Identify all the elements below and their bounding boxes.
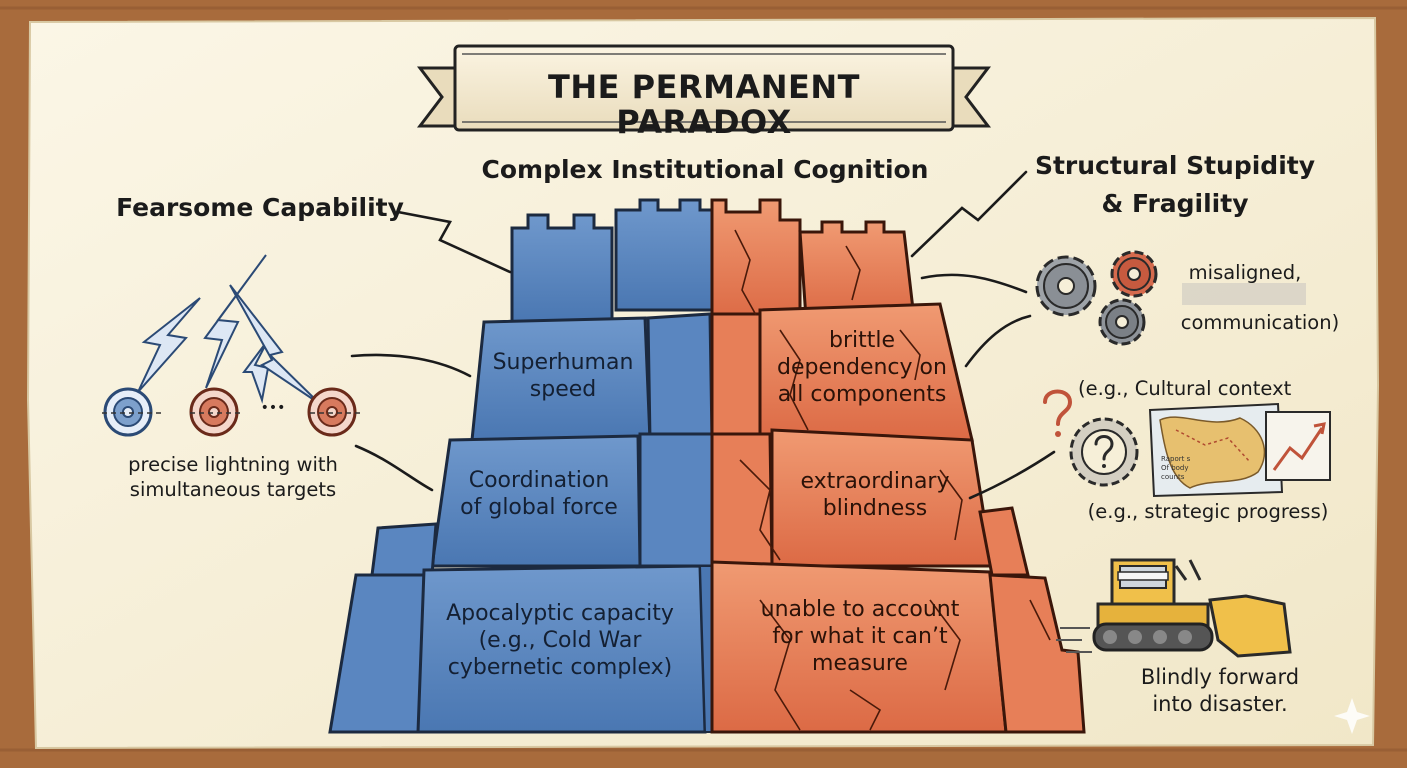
block-text-line: dependency on bbox=[777, 354, 947, 380]
map-note-line3: counts bbox=[1161, 473, 1185, 481]
block-text-line: cybernetic complex) bbox=[447, 654, 673, 680]
redacted-text-box bbox=[1182, 283, 1306, 305]
tower-tier-2 bbox=[430, 428, 994, 568]
center-heading: Complex Institutional Cognition bbox=[481, 155, 929, 184]
left-heading: Fearsome Capability bbox=[116, 193, 404, 222]
block-text-line: all components bbox=[777, 381, 947, 407]
block-apocalyptic-capacity: Apocalyptic capacity (e.g., Cold War cyb… bbox=[430, 601, 690, 681]
block-text-line: extraordinary bbox=[800, 469, 950, 494]
lightning-targets bbox=[102, 254, 362, 437]
target-icon bbox=[189, 387, 239, 437]
target-icon bbox=[307, 387, 357, 437]
block-extraordinary-blindness: extraordinary blindness bbox=[780, 469, 970, 523]
trend-chart-icon bbox=[1265, 411, 1331, 481]
tower-battlements bbox=[510, 198, 916, 324]
blind-spot-icons bbox=[1043, 389, 1331, 498]
gears-label-line1: misaligned, bbox=[1188, 261, 1302, 284]
tower bbox=[328, 198, 1086, 734]
tower-annex-right bbox=[978, 506, 1030, 577]
tower-annex-left bbox=[370, 522, 438, 577]
map-note-line1: Raport s bbox=[1161, 455, 1191, 463]
page-title: THE PERMANENT PARADOX bbox=[548, 68, 860, 142]
leader-lines bbox=[350, 170, 1056, 500]
block-superhuman-speed: Superhuman speed bbox=[478, 350, 648, 404]
block-text-line: measure bbox=[812, 650, 908, 676]
block-text-line: of global force bbox=[460, 494, 618, 520]
block-text-line: brittle bbox=[828, 328, 896, 353]
question-gear-icon bbox=[1069, 417, 1139, 487]
gears-icon bbox=[1035, 250, 1158, 346]
map-icon bbox=[1148, 402, 1284, 498]
block-text-line: Coordination bbox=[468, 468, 610, 493]
targets-caption-line1: precise lightning with bbox=[128, 453, 338, 476]
block-text-line: unable to account bbox=[760, 597, 960, 622]
blind-spots-top-label: (e.g., Cultural context bbox=[1078, 377, 1292, 400]
targets-caption-line2: simultaneous targets bbox=[129, 478, 337, 501]
right-heading-line1: Structural Stupidity bbox=[1034, 151, 1316, 180]
title-banner bbox=[416, 44, 992, 132]
targets-ellipsis: ••• bbox=[260, 400, 286, 416]
block-text-line: (e.g., Cold War bbox=[478, 627, 642, 653]
question-mark-icon bbox=[1043, 389, 1073, 437]
bulldozer-caption-line2: into disaster. bbox=[1152, 692, 1288, 716]
blind-spots-bottom-label: (e.g., strategic progress) bbox=[1087, 500, 1329, 523]
tower-cracks bbox=[734, 229, 1051, 731]
block-text-line: speed bbox=[529, 376, 597, 402]
block-text-line: Apocalyptic capacity bbox=[446, 601, 674, 626]
gears-label-line3: communication) bbox=[1180, 311, 1340, 334]
bulldozer-caption-line1: Blindly forward bbox=[1140, 665, 1300, 689]
block-brittle-dependency: brittle dependency on all components bbox=[762, 328, 962, 408]
map-note-line2: Of body bbox=[1161, 464, 1189, 472]
right-heading-line2: & Fragility bbox=[1101, 189, 1249, 218]
bulldozer-icon bbox=[1056, 558, 1292, 658]
block-text-line: blindness bbox=[822, 495, 928, 521]
block-text-line: for what it can’t bbox=[772, 623, 948, 649]
target-icon bbox=[103, 387, 153, 437]
block-coordination-global-force: Coordination of global force bbox=[444, 468, 634, 522]
block-unable-to-account: unable to account for what it can’t meas… bbox=[740, 597, 980, 677]
sparkle-icon bbox=[1334, 698, 1370, 734]
block-text-line: Superhuman bbox=[492, 350, 634, 375]
